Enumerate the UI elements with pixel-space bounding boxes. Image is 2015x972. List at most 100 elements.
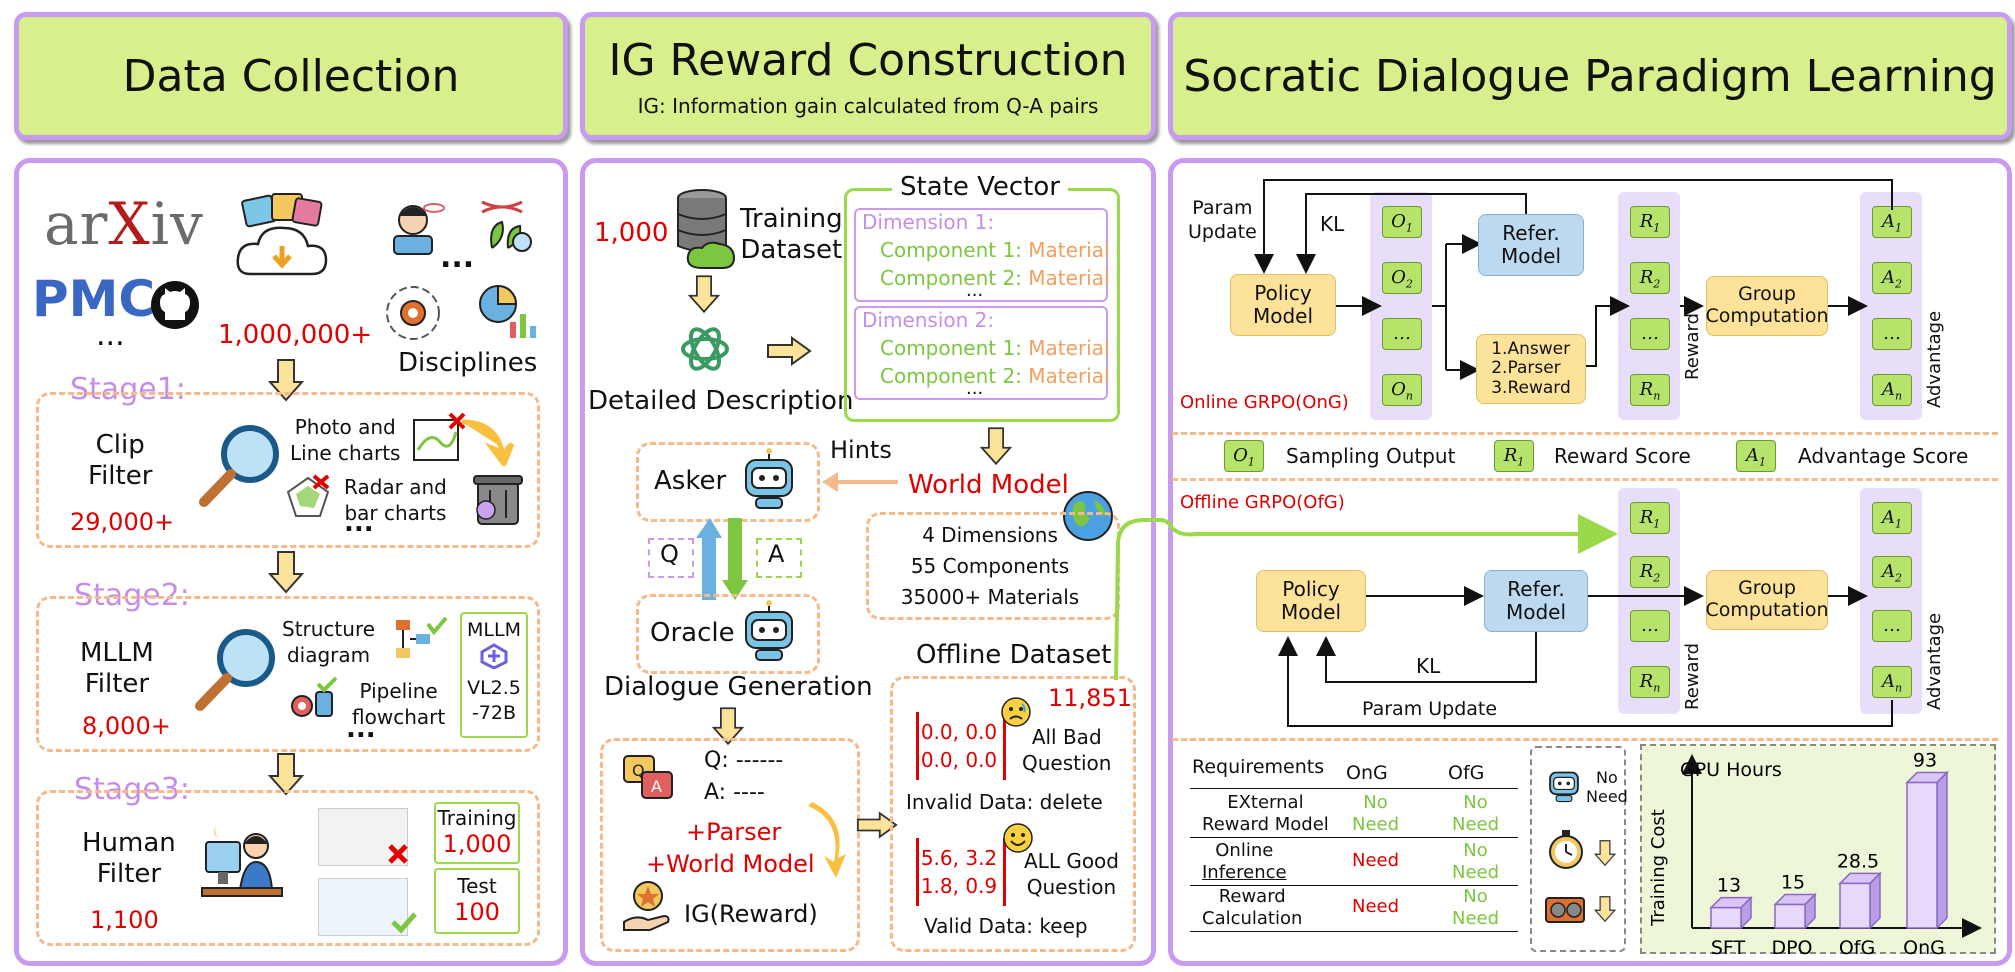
legend-reward-label: Reward Score bbox=[1554, 444, 1691, 468]
table-ong-header: OnG bbox=[1346, 762, 1388, 784]
header-subtitle: IG: Information gain calculated from Q-A… bbox=[637, 94, 1099, 118]
down-arrow-icon bbox=[268, 359, 304, 402]
line-chart-rejected-icon bbox=[413, 412, 466, 461]
world-model-label: World Model bbox=[908, 470, 1069, 500]
advantage-square: A2 bbox=[1872, 556, 1912, 588]
oracle-box bbox=[636, 594, 820, 674]
dimension1-box bbox=[854, 208, 1108, 302]
disciplines-label: Disciplines bbox=[398, 348, 538, 378]
stage2-count: 8,000+ bbox=[82, 712, 171, 740]
stage1-label: Stage1: bbox=[70, 372, 186, 407]
robot-icon bbox=[745, 600, 793, 661]
offline-dataset-box bbox=[890, 676, 1136, 952]
table-line bbox=[1190, 931, 1518, 932]
offline-count: 11,851 bbox=[1048, 684, 1132, 712]
qwen-logo-icon bbox=[480, 643, 508, 670]
sources-more: ... bbox=[96, 318, 125, 353]
legend-reward-square: R1 bbox=[1494, 440, 1534, 472]
down-arrow-icon bbox=[1594, 840, 1616, 867]
database-icon bbox=[677, 189, 736, 269]
table-row-ong: Need bbox=[1352, 896, 1400, 917]
table-requirements-header: Requirements bbox=[1192, 756, 1325, 778]
question-label: Q bbox=[660, 540, 679, 568]
kl-label: KL bbox=[1320, 212, 1345, 236]
reward-square: R1 bbox=[1630, 206, 1670, 238]
arxiv-logo: arXiv bbox=[44, 190, 204, 258]
advantage-square: … bbox=[1872, 318, 1912, 350]
table-line bbox=[1190, 837, 1518, 838]
dna-plant-icon bbox=[481, 200, 532, 252]
offline-dataset-title: Offline Dataset bbox=[916, 640, 1112, 670]
dim1-component2: Component 2: Material bbox=[880, 266, 1110, 290]
output-square: … bbox=[1382, 318, 1422, 350]
cross-icon bbox=[388, 844, 408, 864]
reward-square: Rn bbox=[1630, 666, 1670, 698]
magnifier-icon bbox=[199, 425, 279, 507]
table-row-ong: Need bbox=[1352, 850, 1400, 871]
ig-reward-label: IG(Reward) bbox=[684, 900, 818, 928]
legend-sampling-square: O1 bbox=[1224, 440, 1264, 472]
down-arrow-icon bbox=[1594, 896, 1616, 923]
header-socratic: Socratic Dialogue Paradigm Learning bbox=[1168, 12, 2012, 140]
output-square: O1 bbox=[1382, 206, 1422, 238]
sad-face-icon bbox=[1001, 697, 1031, 727]
advantage-square: A2 bbox=[1872, 262, 1912, 294]
oracle-label: Oracle bbox=[650, 618, 735, 648]
table-line bbox=[1190, 788, 1518, 789]
right-arrow-icon bbox=[856, 811, 898, 839]
advantage-axis-label-offline: Advantage bbox=[1924, 612, 1945, 710]
dim1-component1: Component 1: Material bbox=[880, 238, 1110, 262]
answer-label: A bbox=[768, 540, 785, 568]
award-hand-icon bbox=[623, 881, 670, 931]
valid-data-label: Valid Data: keep bbox=[924, 914, 1088, 938]
separator-1 bbox=[1172, 432, 1998, 435]
world-model-plus-label: +World Model bbox=[646, 850, 815, 878]
svg-text:A: A bbox=[651, 777, 662, 796]
invalid-data-label: Invalid Data: delete bbox=[906, 790, 1103, 814]
reward-square: R2 bbox=[1630, 262, 1670, 294]
reward-axis-label-offline: Reward bbox=[1682, 642, 1703, 710]
stage3-label: Stage3: bbox=[74, 772, 190, 807]
header-title: Data Collection bbox=[122, 51, 460, 102]
stage1-box bbox=[36, 392, 540, 548]
right-arrow-icon bbox=[767, 336, 812, 366]
radar-chart-rejected-icon bbox=[286, 474, 330, 517]
sample-diagram-accepted bbox=[318, 878, 408, 936]
trash-icon bbox=[473, 475, 523, 525]
dialogue-question-line: Q: ------ bbox=[704, 748, 784, 773]
online-grpo-label: Online GRPO(OnG) bbox=[1180, 392, 1349, 413]
state-vector-title: State Vector bbox=[892, 172, 1068, 202]
reference-model-offline: Refer.Model bbox=[1484, 570, 1588, 632]
reward-axis-label: Reward bbox=[1682, 312, 1703, 380]
dimension2-label: Dimension 2: bbox=[862, 308, 995, 332]
training-count: 1,000 bbox=[594, 218, 669, 248]
question-box bbox=[648, 538, 694, 578]
robot-icon bbox=[745, 448, 793, 509]
down-arrow-icon bbox=[268, 551, 304, 594]
down-arrow-icon bbox=[980, 427, 1012, 466]
scientist-icon bbox=[393, 203, 445, 255]
stage3-count: 1,100 bbox=[90, 906, 159, 934]
param-update-offline-label: Param Update bbox=[1362, 698, 1498, 720]
offline-grpo-label: Offline GRPO(OfG) bbox=[1180, 492, 1345, 513]
reward-square: … bbox=[1630, 610, 1670, 642]
dialogue-answer-line: A: ---- bbox=[704, 780, 765, 805]
dim1-more: ... bbox=[966, 280, 984, 301]
legend-advantage-label: Advantage Score bbox=[1798, 444, 1969, 468]
vector-more: ... bbox=[966, 378, 984, 399]
check-icon bbox=[391, 912, 417, 934]
stage3-box bbox=[36, 790, 540, 946]
header-title: IG Reward Construction bbox=[608, 35, 1128, 86]
cloud-download-icon bbox=[236, 193, 328, 276]
